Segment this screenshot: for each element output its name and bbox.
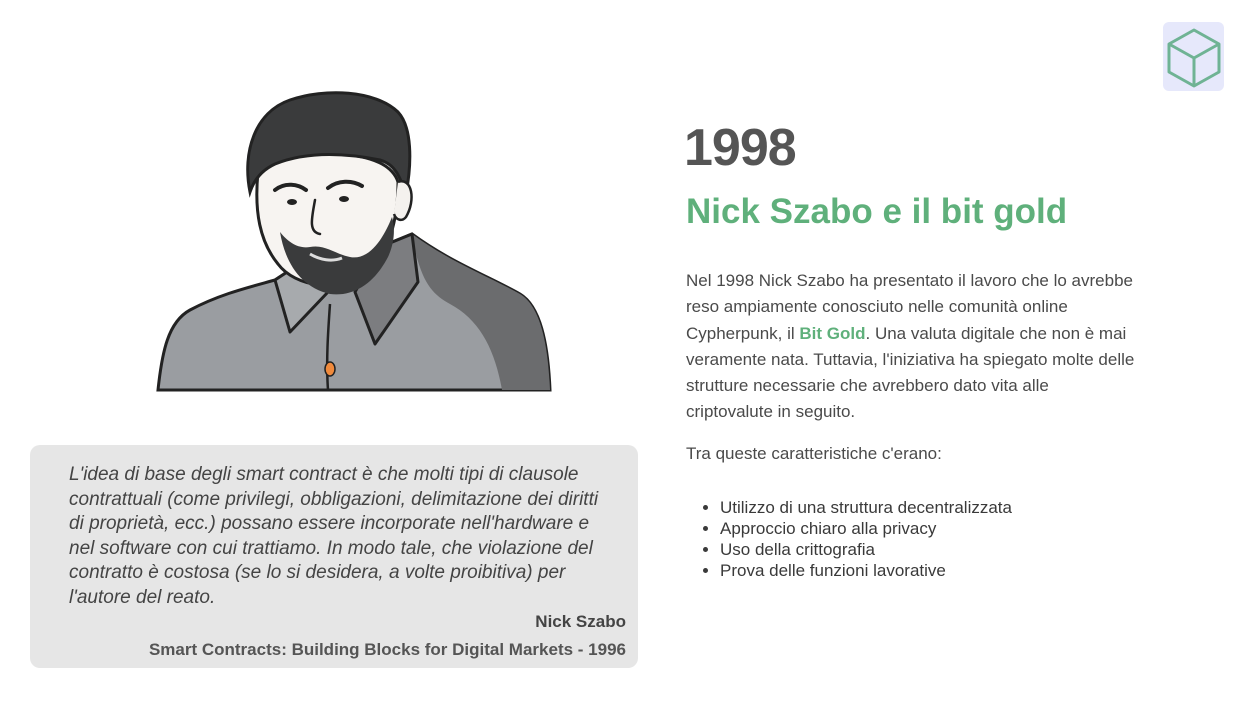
bit-gold-highlight: Bit Gold — [799, 323, 866, 343]
features-list: Utilizzo di una struttura decentralizzat… — [686, 497, 1012, 581]
paragraph-text-start: Nel 1998 Nick Szabo ha presentato il lav… — [686, 271, 1133, 343]
logo[interactable] — [1163, 22, 1224, 91]
quote-source: Smart Contracts: Building Blocks for Dig… — [148, 640, 626, 659]
section-title: Nick Szabo e il bit gold — [686, 192, 1068, 231]
year-heading: 1998 — [684, 119, 797, 177]
paragraph-text-end: . Una valuta digitale che non è mai vera… — [686, 323, 1135, 422]
quote-text: L'idea di base degli smart contract è ch… — [69, 464, 599, 608]
list-item: Approccio chiaro alla privacy — [720, 518, 1012, 539]
list-item: Utilizzo di una struttura decentralizzat… — [720, 497, 1012, 518]
list-item: Prova delle funzioni lavorative — [720, 560, 1012, 581]
cube-icon — [1167, 28, 1220, 87]
quote-card: L'idea di base degli smart contract è ch… — [30, 445, 638, 668]
quote-author: Nick Szabo — [535, 612, 626, 631]
features-intro: Tra queste caratteristiche c'erano: — [686, 444, 942, 463]
nick-szabo-portrait-illustration — [156, 91, 552, 392]
body-paragraph: Nel 1998 Nick Szabo ha presentato il lav… — [686, 268, 1136, 426]
list-item: Uso della crittografia — [720, 539, 1012, 560]
